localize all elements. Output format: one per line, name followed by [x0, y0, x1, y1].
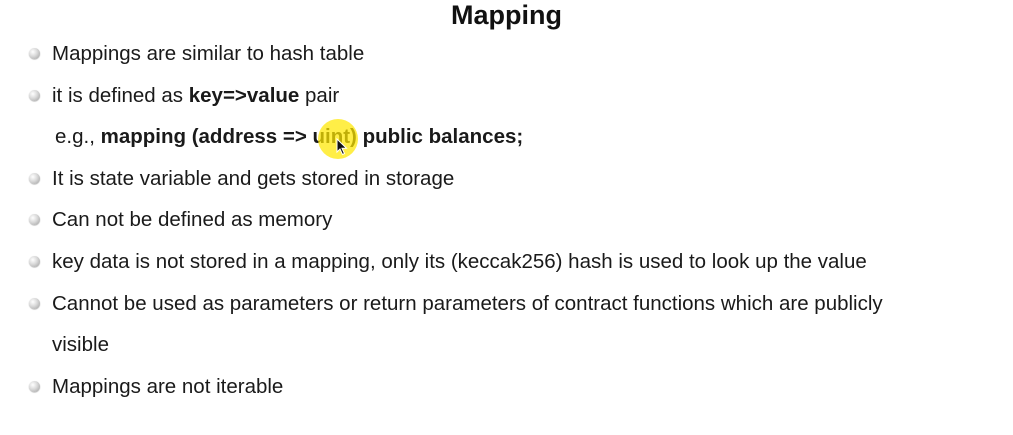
list-item-text: Mappings are not iterable [52, 374, 284, 398]
cursor-highlight [318, 119, 358, 159]
slide-title: Mapping [451, 0, 562, 30]
list-item-keccak: key data is not stored in a mapping, onl… [0, 241, 1013, 283]
bullet-dot-icon [29, 297, 40, 309]
bullet-dot-icon [29, 48, 40, 59]
list-item-prefix: it is defined as [52, 83, 189, 107]
list-item-iterable: Mappings are not iterable [0, 366, 1013, 408]
mouse-cursor-icon [336, 138, 348, 156]
list-item-memory: Can not be defined as memory [0, 199, 1013, 241]
list-item-text: Mappings are similar to hash table [52, 42, 365, 65]
list-item-suffix: pair [299, 83, 340, 107]
list-item-example: e.g., mapping (address => uint) public b… [0, 116, 1013, 158]
bullet-dot-icon [29, 89, 40, 101]
list-item-bold: key=>value [188, 83, 300, 107]
list-item-text: Can not be defined as memory [52, 208, 333, 232]
list-item-text: e.g., mapping (address => uint) public b… [55, 116, 523, 158]
list-item-parameters-continued: visible [0, 324, 1013, 366]
bullet-dot-icon [29, 172, 40, 184]
list-item-text: key data is not stored in a mapping, onl… [52, 249, 867, 273]
list-item-hash-table: Mappings are similar to hash table [0, 33, 1013, 75]
list-item-state-variable: It is state variable and gets stored in … [0, 158, 1013, 200]
list-item-text: visible [52, 333, 109, 357]
bullet-dot-icon [29, 380, 40, 392]
example-prefix: e.g., [55, 125, 101, 149]
list-item-text: it is defined as key=>value pair [52, 75, 339, 117]
bullet-list: Mappings are similar to hash table it is… [0, 33, 1013, 407]
list-item-key-value: it is defined as key=>value pair [0, 75, 1013, 117]
bullet-dot-icon [29, 255, 40, 267]
list-item-text: It is state variable and gets stored in … [52, 166, 455, 190]
example-code: mapping (address => uint) public balance… [100, 125, 524, 149]
list-item-parameters: Cannot be used as parameters or return p… [0, 283, 1013, 325]
bullet-dot-icon [29, 214, 40, 226]
list-item-text: Cannot be used as parameters or return p… [52, 291, 883, 315]
